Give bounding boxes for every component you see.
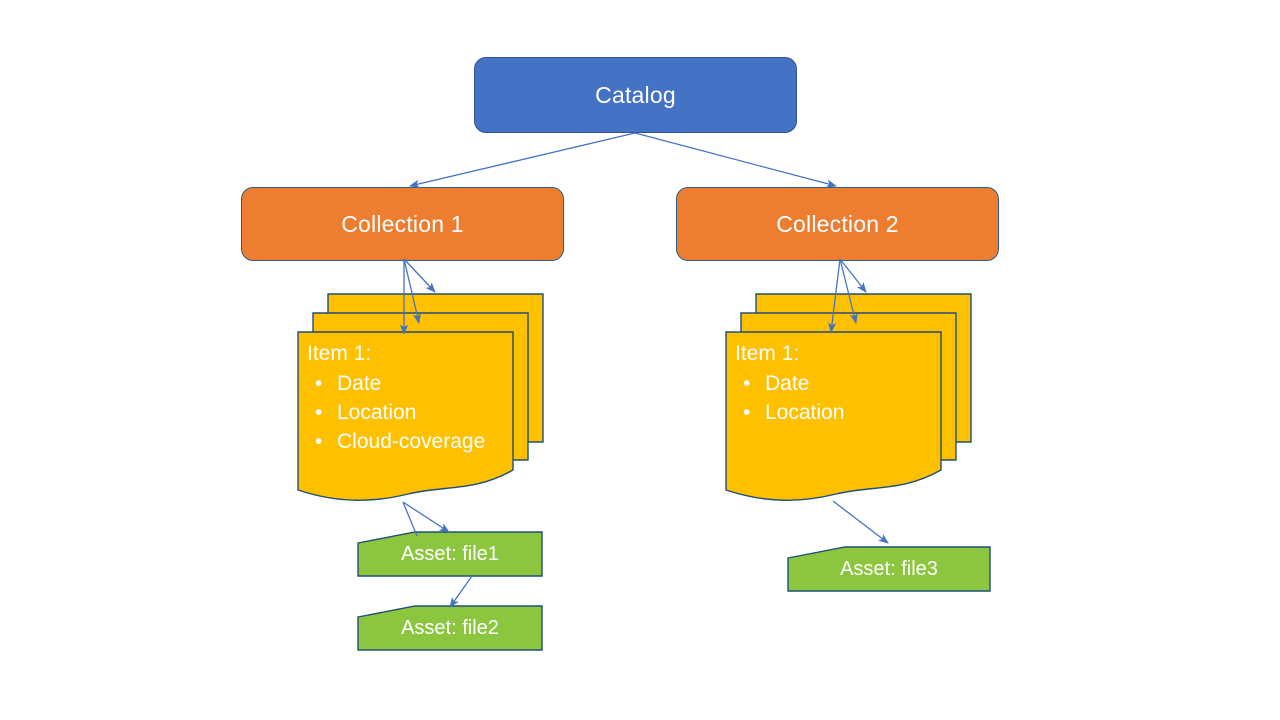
item-stack-2[interactable]: Item 1: • Date • Location [724, 292, 974, 504]
asset-file1-shape [357, 531, 543, 577]
edge-catalog-to-collection-1 [408, 132, 636, 188]
item-1-doc-front [297, 331, 514, 501]
edge-item-1-to-asset-file1-b [402, 501, 450, 533]
collection-1-label: Collection 1 [341, 210, 464, 237]
asset-file3-shape [787, 546, 991, 592]
edge-collection-2-to-item-back [839, 258, 867, 293]
edge-collection-2-to-item-front [828, 258, 841, 334]
edge-item-1-to-asset-file1-a [402, 501, 418, 537]
asset-file2-shape [357, 605, 543, 651]
edge-collection-2-to-item-mid [839, 258, 858, 325]
item-2-doc-front [725, 331, 942, 501]
edge-item-2-to-asset-file3 [832, 500, 889, 544]
catalog-node[interactable]: Catalog [474, 57, 797, 133]
collection-1-node[interactable]: Collection 1 [241, 187, 564, 261]
collection-2-node[interactable]: Collection 2 [676, 187, 999, 261]
edge-asset-file1-to-asset-file2 [449, 575, 473, 608]
edge-collection-1-to-item-back [403, 258, 436, 293]
edge-collection-1-to-item-mid [403, 258, 421, 325]
catalog-label: Catalog [595, 81, 676, 108]
collection-2-label: Collection 2 [776, 210, 899, 237]
edge-catalog-to-collection-2 [634, 132, 838, 188]
